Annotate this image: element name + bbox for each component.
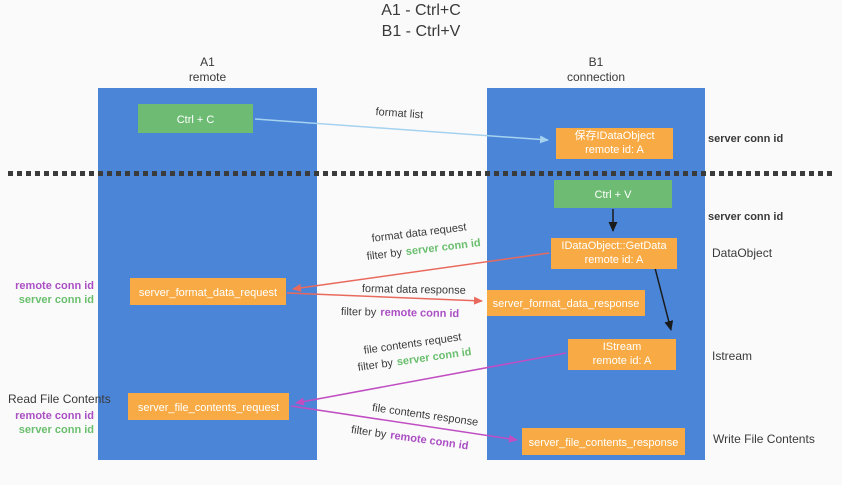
format-data-response-label: format data response bbox=[361, 283, 466, 297]
lifeline-a1-role: remote bbox=[188, 70, 227, 84]
file-contents-response-label: file contents response bbox=[371, 402, 479, 429]
filter-by-text: filter by bbox=[350, 424, 388, 441]
istream-label: Istream bbox=[712, 349, 753, 363]
node-server-format-data-request: server_format_data_request bbox=[130, 278, 286, 305]
node-idataobject-getdata: IDataObject::GetData remote id: A bbox=[551, 238, 677, 269]
filter-by-text: filter by bbox=[366, 246, 403, 263]
write-file-contents-label: Write File Contents bbox=[713, 432, 815, 446]
node-istream-line2: remote id: A bbox=[592, 355, 652, 367]
node-ctrl-c: Ctrl + C bbox=[138, 104, 253, 133]
lifeline-b1-name: B1 bbox=[588, 55, 604, 69]
node-server-file-contents-request-label: server_file_contents_request bbox=[137, 402, 280, 414]
node-istream-line1: IStream bbox=[602, 341, 642, 353]
diagram-title: A1 - Ctrl+C B1 - Ctrl+V bbox=[0, 0, 842, 42]
remote-conn-id-left-1: remote conn id bbox=[15, 280, 94, 292]
node-save-idataobject-line2: remote id: A bbox=[585, 144, 644, 156]
title-line-a1: A1 - Ctrl+C bbox=[381, 2, 461, 19]
dataobject-label: DataObject bbox=[712, 246, 773, 260]
server-conn-id-left-1: server conn id bbox=[18, 294, 94, 306]
filter-by-text: filter by bbox=[340, 306, 377, 319]
server-conn-id-right-1: server conn id bbox=[708, 133, 784, 145]
lifeline-b1-role: connection bbox=[566, 70, 626, 84]
node-server-format-data-response-label: server_format_data_response bbox=[492, 298, 640, 310]
lifeline-header-b1: B1 connection bbox=[487, 55, 705, 85]
node-server-format-data-response: server_format_data_response bbox=[487, 290, 645, 316]
lifeline-header-a1: A1 remote bbox=[98, 55, 317, 85]
node-idataobject-getdata-line1: IDataObject::GetData bbox=[561, 240, 667, 252]
title-line-b1: B1 - Ctrl+V bbox=[381, 23, 461, 40]
remote-conn-id-left-2: remote conn id bbox=[15, 410, 94, 422]
node-idataobject-getdata-line2: remote id: A bbox=[584, 254, 644, 266]
node-server-file-contents-response: server_file_contents_response bbox=[522, 428, 685, 455]
conn-id-pair-file: remote conn id server conn id bbox=[14, 409, 94, 437]
format-list-label: format list bbox=[375, 106, 424, 122]
node-ctrl-c-label: Ctrl + C bbox=[176, 114, 215, 126]
remote-conn-id-text: remote conn id bbox=[380, 306, 460, 321]
server-conn-id-text: server conn id bbox=[405, 237, 482, 259]
filter-by-text: filter by bbox=[357, 357, 394, 374]
remote-conn-id-text: remote conn id bbox=[389, 429, 470, 453]
node-server-file-contents-request: server_file_contents_request bbox=[128, 393, 289, 420]
node-save-idataobject-line1: 保存IDataObject bbox=[574, 130, 655, 142]
lifeline-a1-name: A1 bbox=[200, 55, 215, 69]
conn-id-pair-format: remote conn id server conn id bbox=[14, 279, 94, 307]
read-file-contents-label: Read File Contents bbox=[8, 392, 111, 406]
server-conn-id-left-2: server conn id bbox=[18, 424, 94, 436]
node-ctrl-v: Ctrl + V bbox=[554, 180, 672, 208]
node-save-idataobject: 保存IDataObject remote id: A bbox=[556, 128, 673, 159]
node-ctrl-v-label: Ctrl + V bbox=[594, 189, 632, 201]
node-istream: IStream remote id: A bbox=[568, 339, 676, 370]
node-server-file-contents-response-label: server_file_contents_response bbox=[528, 437, 679, 449]
server-conn-id-right-2: server conn id bbox=[708, 211, 784, 223]
phase-separator-dotted-line bbox=[8, 171, 835, 176]
node-server-format-data-request-label: server_format_data_request bbox=[138, 287, 278, 299]
